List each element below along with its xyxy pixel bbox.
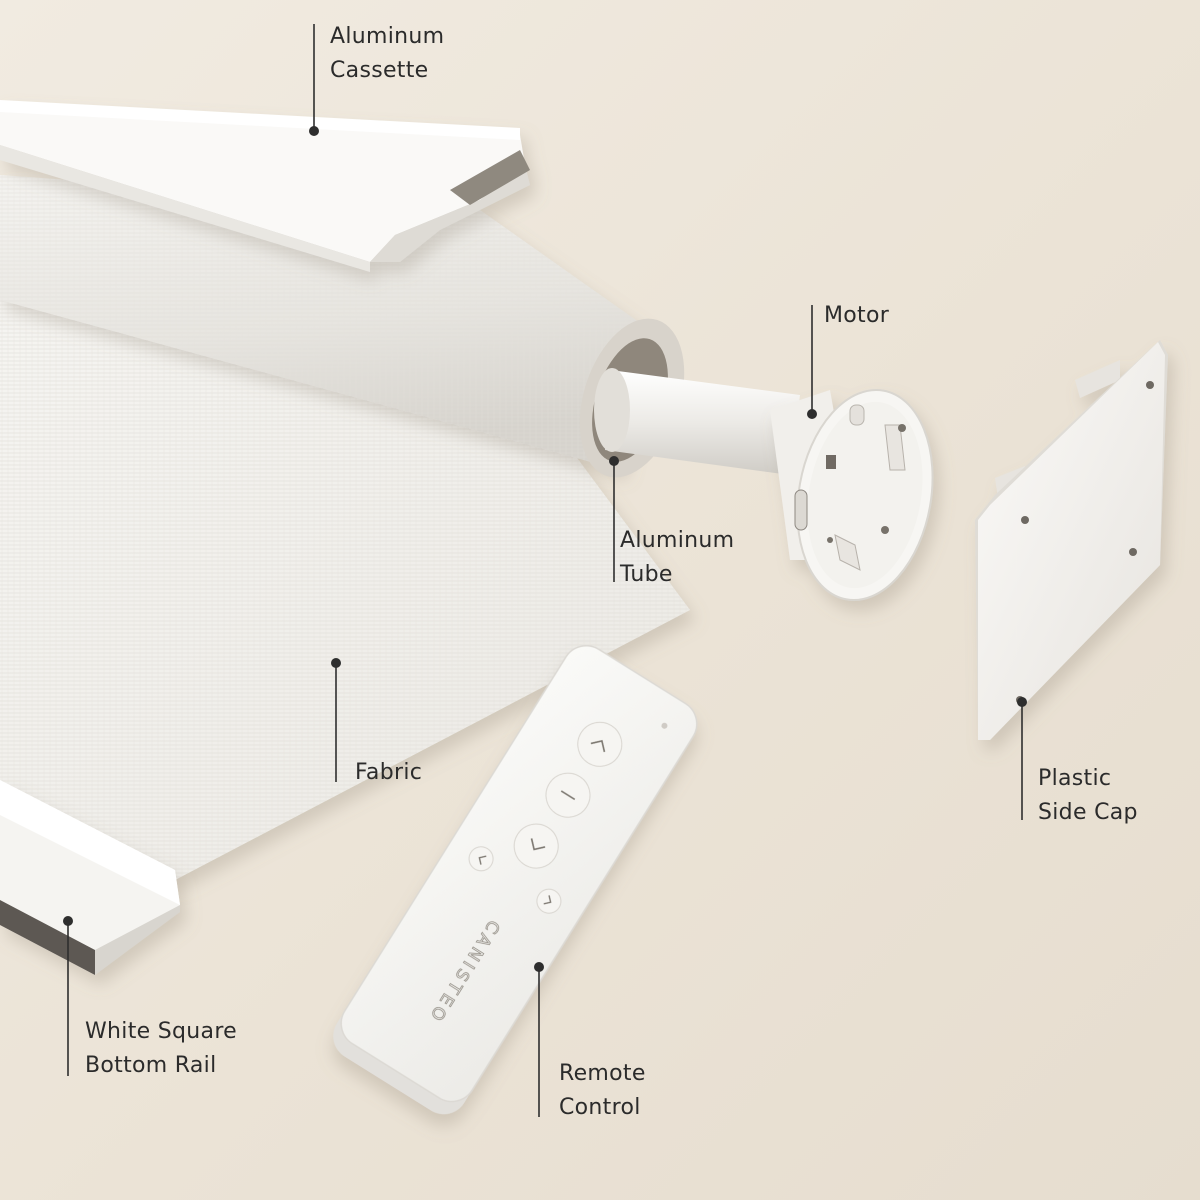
aluminum-tube (594, 368, 800, 475)
label-line: Fabric (355, 760, 423, 785)
aluminum-cassette (0, 100, 530, 272)
motor-head (770, 388, 934, 602)
label-line: Cassette (330, 58, 429, 83)
channel-next-icon (536, 888, 562, 914)
leader-lines (63, 24, 1027, 1117)
label-line: Bottom Rail (85, 1053, 217, 1078)
label-bottom-rail: White Square Bottom Rail (85, 1015, 237, 1083)
label-plastic-side-cap: Plastic Side Cap (1038, 762, 1138, 830)
remote-control: CANISTEO (333, 645, 698, 1115)
label-line: Aluminum (330, 24, 445, 49)
stop-icon (545, 772, 591, 818)
label-line: White Square (85, 1019, 238, 1044)
bottom-rail (0, 780, 180, 975)
label-line: Control (559, 1095, 641, 1120)
label-aluminum-tube: Aluminum Tube (620, 524, 734, 592)
up-icon (577, 721, 623, 767)
down-icon (513, 823, 559, 869)
label-line: Side Cap (1038, 800, 1138, 825)
label-aluminum-cassette: Aluminum Cassette (330, 20, 444, 88)
label-line: Plastic (1038, 766, 1112, 791)
label-line: Motor (824, 303, 890, 328)
channel-prev-icon (468, 846, 494, 872)
label-line: Aluminum (620, 528, 735, 553)
label-motor: Motor (824, 299, 889, 333)
label-remote-control: Remote Control (559, 1057, 646, 1125)
label-fabric: Fabric (355, 756, 422, 790)
plastic-side-cap (975, 340, 1168, 740)
label-line: Tube (620, 562, 673, 587)
label-line: Remote (559, 1061, 646, 1086)
